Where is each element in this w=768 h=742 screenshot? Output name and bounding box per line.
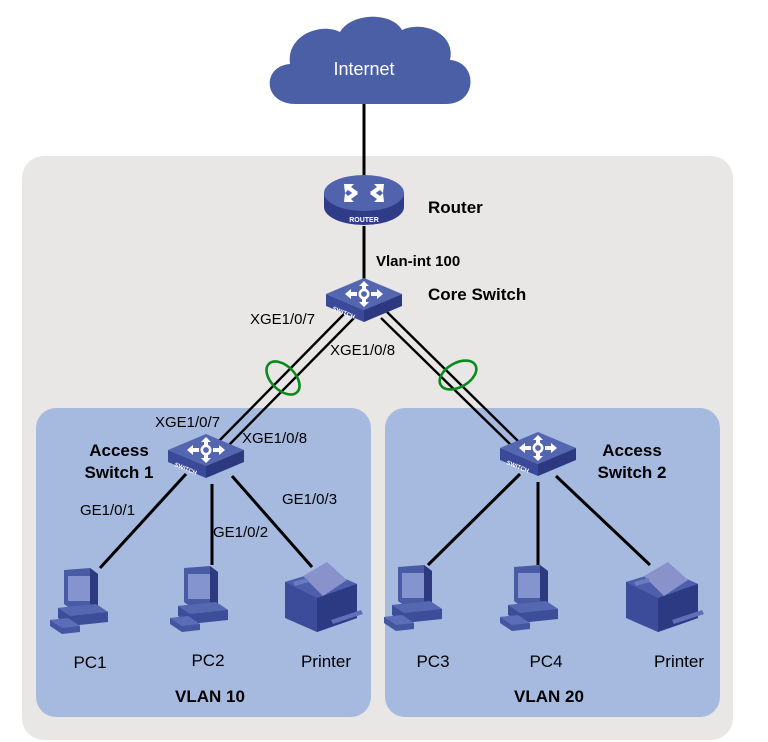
link-access2-pc3: [426, 472, 522, 567]
port-label-ge1-0-3: GE1/0/3: [282, 491, 337, 508]
link-access1-printer: [230, 475, 314, 568]
port-label-ge1-0-2: GE1/0/2: [213, 524, 268, 541]
aggregation-ring-1: [265, 360, 301, 396]
access-switch-2-label-line1: Access: [602, 441, 662, 460]
port-label-ge1-0-1: GE1/0/1: [80, 502, 135, 519]
printer-1-label: Printer: [301, 652, 351, 671]
link-access2-printer: [554, 474, 652, 567]
vlan-20-label: VLAN 20: [514, 687, 584, 706]
link-core-access1-a: [216, 313, 345, 444]
access-switch-2-label-line2: Switch 2: [598, 463, 667, 482]
access1-port-label: XGE1/0/7: [155, 414, 220, 431]
link-core-access2-a: [386, 311, 519, 442]
router-badge: ROUTER: [349, 217, 379, 224]
vlan-20-region: [385, 408, 720, 717]
link-core-access1-b: [226, 317, 355, 448]
vlan-10-label: VLAN 10: [175, 687, 245, 706]
aggregation-ring-2: [438, 359, 478, 391]
access-switch-1-label-line1: Access: [89, 441, 149, 460]
core-switch-label: Core Switch: [428, 285, 526, 304]
pc3-label: PC3: [416, 652, 449, 671]
core-port-label: XGE1/0/8: [330, 342, 395, 359]
access-switch-1-label-line2: Switch 1: [85, 463, 154, 482]
pc1-label: PC1: [73, 653, 106, 672]
cloud-icon: Internet: [269, 16, 471, 104]
link-access1-pc1: [98, 472, 188, 570]
pc2-label: PC2: [191, 651, 224, 670]
printer-2-label: Printer: [654, 652, 704, 671]
vlan-10-region: [36, 408, 371, 717]
link-core-access2-b: [380, 317, 513, 447]
access1-port-label: XGE1/0/8: [242, 430, 307, 447]
router-label: Router: [428, 198, 483, 217]
pc4-label: PC4: [529, 652, 562, 671]
internet-label: Internet: [333, 59, 394, 79]
vlan-interface-label: Vlan-int 100: [376, 253, 460, 270]
router-icon: ROUTER: [324, 175, 404, 225]
core-port-label: XGE1/0/7: [250, 311, 315, 328]
